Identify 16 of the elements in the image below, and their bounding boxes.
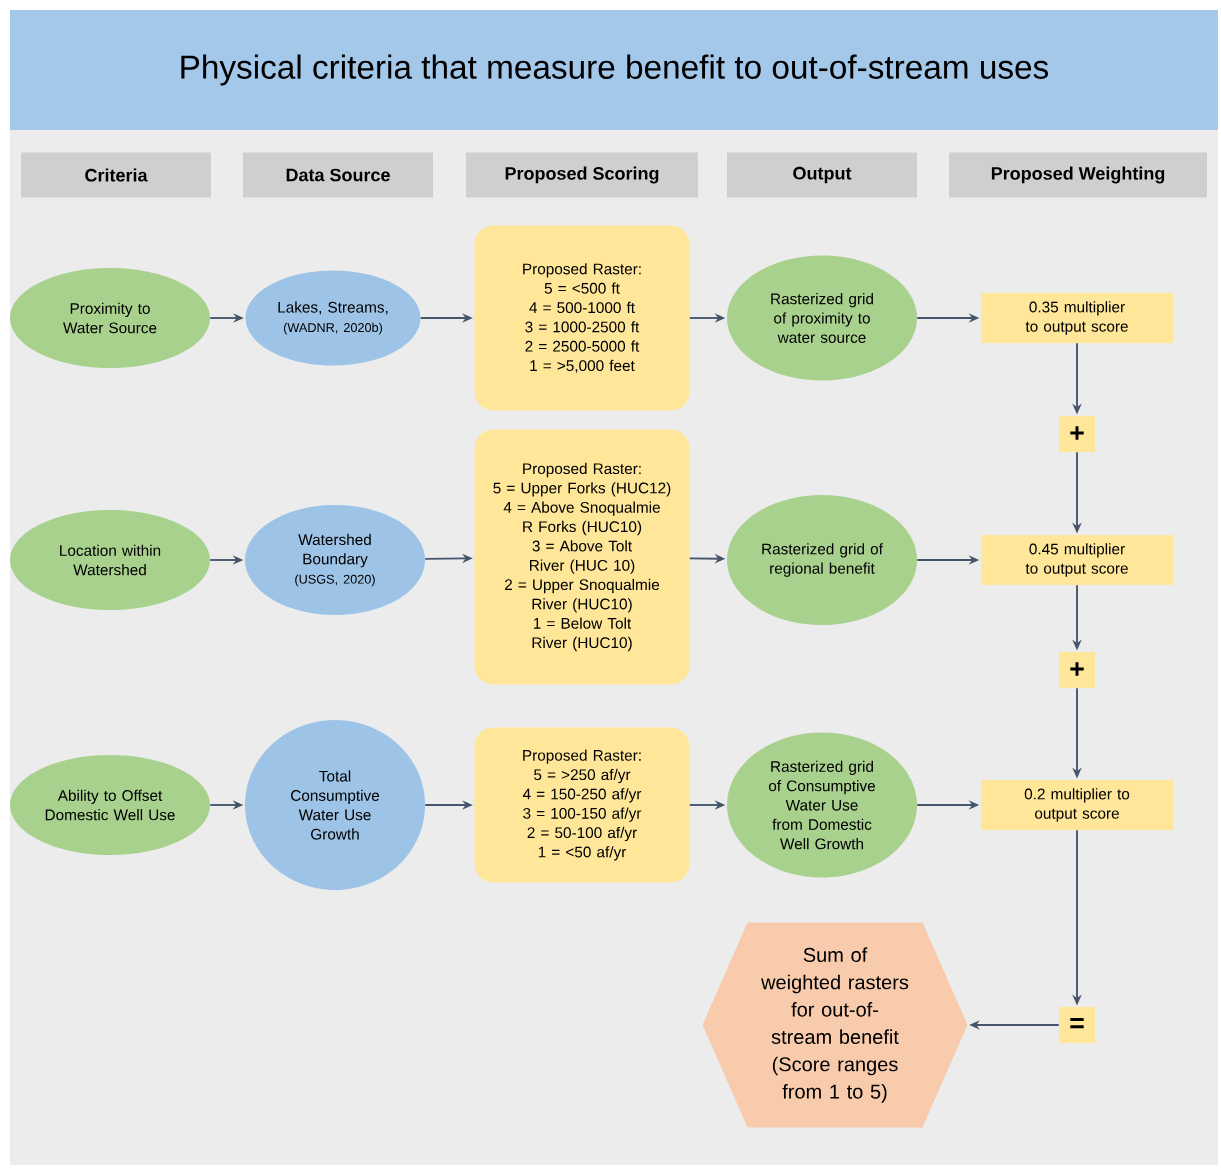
operator-box: + (1059, 652, 1095, 688)
weighting-box: 0.2 multiplier to output score (981, 780, 1173, 830)
column-header: Criteria (21, 152, 211, 198)
operator-box: = (1059, 1007, 1095, 1043)
title-banner: Physical criteria that measure benefit to out-of-stream uses (10, 10, 1218, 130)
weighting-box: 0.35 multiplier to output score (981, 293, 1173, 343)
operator-box: + (1059, 416, 1095, 452)
column-header: Proposed Scoring (466, 152, 698, 198)
scoring-box: Proposed Raster: 5 = >250 af/yr 4 = 150-250 af/yr 3 = 100-150 af/yr 2 = 50-100 af/yr 1 = <50 af/yr (474, 727, 690, 883)
column-header: Data Source (243, 152, 433, 198)
scoring-box: Proposed Raster: 5 = Upper Forks (HUC12) 4 = Above Snoqualmie R Forks (HUC10) 3 = Above Tolt River (HUC 10) 2 = Upper Snoqualmie River (HUC10) 1 = Below Tolt River (HUC10) (474, 429, 690, 685)
weighting-box: 0.45 multiplier to output score (981, 535, 1173, 585)
scoring-box: Proposed Raster: 5 = <500 ft 4 = 500-1000 ft 3 = 1000-2500 ft 2 = 2500-5000 ft 1 = >5,000 feet (474, 225, 690, 411)
column-header: Proposed Weighting (949, 152, 1207, 198)
column-header: Output (727, 152, 917, 198)
result-hexagon: Sum of weighted rasters for out-of-stream benefit (Score ranges from 1 to 5) (702, 922, 968, 1128)
